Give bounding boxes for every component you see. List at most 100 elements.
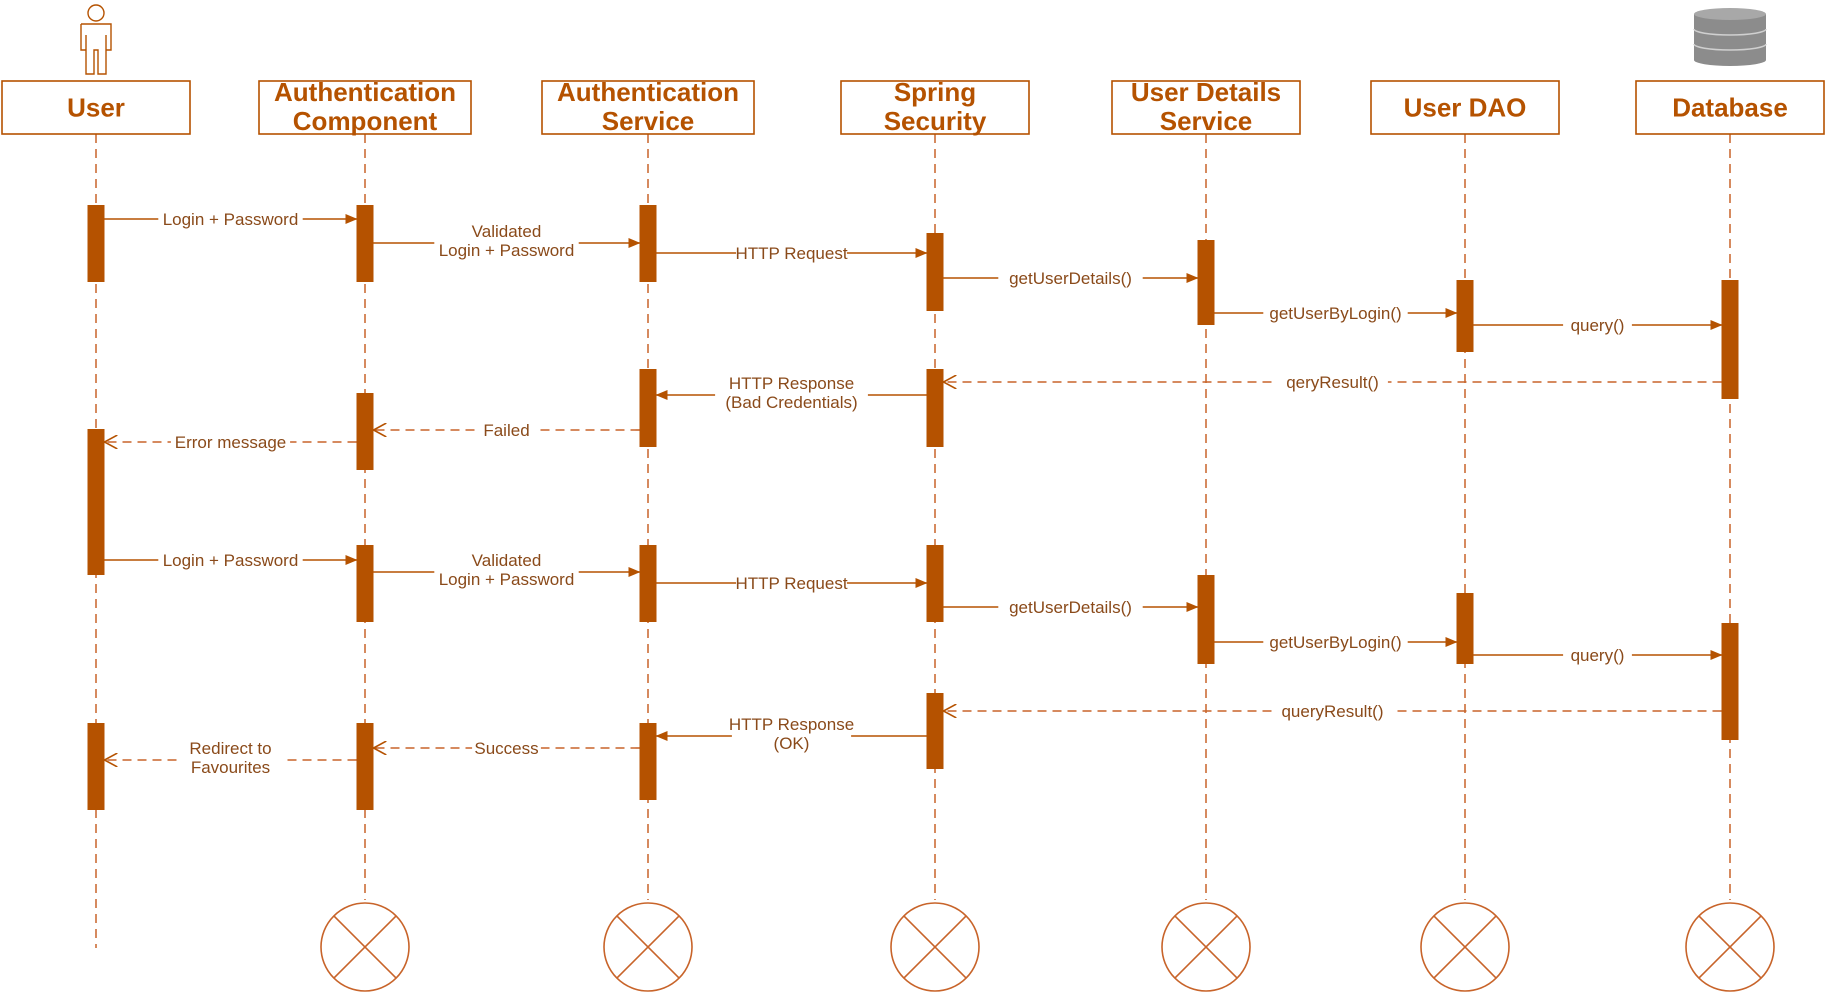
participant-database: Database: [1635, 80, 1825, 135]
message-label: query(): [1571, 316, 1625, 335]
message-5: getUserByLogin(): [1214, 304, 1458, 325]
participant-label-auth-component: Authentication: [274, 77, 456, 107]
message-label: queryResult(): [1281, 702, 1383, 721]
participant-user: User: [1, 80, 191, 135]
message-label: Failed: [483, 421, 529, 440]
message-label: Error message: [175, 433, 286, 452]
message-1: Login + Password: [104, 210, 358, 231]
message-label: qeryResult(): [1286, 373, 1379, 392]
message-4: getUserDetails(): [943, 269, 1199, 290]
activation-bar: [1456, 280, 1474, 352]
message-label: Validated: [472, 551, 542, 570]
message-label: Success: [474, 739, 538, 758]
message-8: HTTP Response(Bad Credentials): [655, 374, 927, 414]
message-label-bg: [1563, 646, 1632, 667]
participant-label-user: User: [67, 93, 125, 123]
message-label-bg: [1277, 373, 1388, 394]
activation-bar: [356, 545, 374, 622]
participant-label-user-details-service: Service: [1160, 106, 1253, 136]
message-label: (OK): [774, 734, 810, 753]
activation-bar: [926, 545, 944, 622]
message-label: Redirect to: [189, 739, 271, 758]
destroy-marker-user-dao: [1420, 902, 1510, 992]
activation-bar: [87, 723, 105, 810]
actor-icon: [80, 4, 112, 75]
message-14: getUserDetails(): [943, 598, 1199, 619]
message-label-bg: [472, 739, 541, 760]
message-label-bg: [158, 210, 303, 231]
message-label-bg: [179, 739, 282, 779]
message-label-bg: [1563, 316, 1632, 337]
activation-bar: [356, 205, 374, 282]
message-10: Error message: [105, 433, 357, 454]
message-label: HTTP Response: [729, 715, 854, 734]
activation-bar: [639, 545, 657, 622]
message-17: queryResult(): [944, 702, 1722, 723]
destroy-marker-auth-component: [320, 902, 410, 992]
message-9: Failed: [374, 421, 640, 442]
destroy-marker-user-details-service: [1161, 902, 1251, 992]
message-label: (Bad Credentials): [725, 393, 857, 412]
activation-bar: [926, 693, 944, 769]
activation-bar: [356, 393, 374, 470]
message-label: HTTP Response: [729, 374, 854, 393]
message-6: query(): [1473, 316, 1723, 337]
participant-label-auth-service: Authentication: [557, 77, 739, 107]
participant-label-database: Database: [1672, 93, 1788, 123]
message-label-bg: [736, 244, 847, 265]
participant-box: [840, 80, 1030, 135]
participant-box: [1370, 80, 1560, 135]
message-label: HTTP Request: [735, 244, 847, 263]
destroy-marker-spring-security: [890, 902, 980, 992]
activation-bar: [87, 429, 105, 575]
message-label: getUserDetails(): [1009, 269, 1132, 288]
participant-box: [1635, 80, 1825, 135]
message-label-bg: [158, 551, 303, 572]
message-label: getUserDetails(): [1009, 598, 1132, 617]
participant-box: [258, 80, 472, 135]
message-label-bg: [1263, 633, 1408, 654]
participant-label-spring-security: Security: [884, 106, 987, 136]
activation-bar: [1456, 593, 1474, 664]
destroy-marker-auth-service: [603, 902, 693, 992]
message-label: Validated: [472, 222, 542, 241]
message-label-bg: [434, 222, 579, 262]
participant-label-auth-service: Service: [602, 106, 695, 136]
message-label: Favourites: [191, 758, 270, 777]
message-18: HTTP Response(OK): [655, 715, 927, 755]
participant-label-user-dao: User DAO: [1404, 93, 1527, 123]
activation-bar: [1197, 240, 1215, 325]
participant-label-user-details-service: User Details: [1131, 77, 1281, 107]
participant-box: [541, 80, 755, 135]
activation-bar: [356, 723, 374, 810]
message-15: getUserByLogin(): [1214, 633, 1458, 654]
message-label: getUserByLogin(): [1269, 304, 1401, 323]
activation-bar: [87, 205, 105, 282]
participant-user-dao: User DAO: [1370, 80, 1560, 135]
message-label-bg: [731, 715, 852, 755]
message-label: Login + Password: [439, 241, 575, 260]
activation-bar: [1721, 280, 1739, 399]
message-label: query(): [1571, 646, 1625, 665]
message-16: query(): [1473, 646, 1723, 667]
message-label: HTTP Request: [735, 574, 847, 593]
message-13: HTTP Request: [656, 574, 928, 595]
activation-bar: [639, 723, 657, 800]
participant-box: [1111, 80, 1301, 135]
activation-bar: [926, 233, 944, 311]
message-7: qeryResult(): [944, 373, 1722, 394]
message-label-bg: [1272, 702, 1393, 723]
participant-box: [1, 80, 191, 135]
message-label: getUserByLogin(): [1269, 633, 1401, 652]
message-11: Login + Password: [104, 551, 358, 572]
activation-bar: [639, 205, 657, 282]
activation-bar: [1197, 575, 1215, 664]
